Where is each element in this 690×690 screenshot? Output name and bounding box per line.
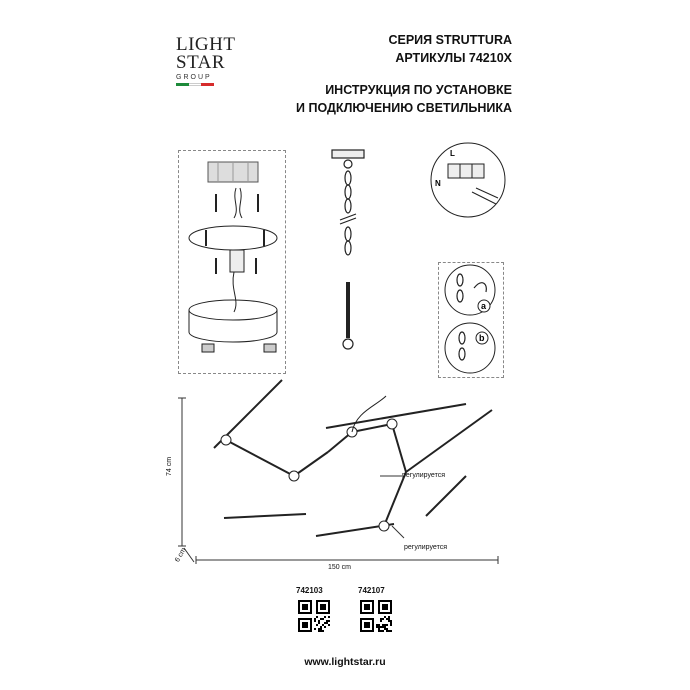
steps-illustration: a b xyxy=(444,264,496,374)
wire xyxy=(239,187,243,219)
chain-link xyxy=(344,226,352,242)
wire xyxy=(233,187,237,219)
steps-panel xyxy=(438,262,504,378)
chain-link xyxy=(344,198,352,214)
step-a-badge xyxy=(477,299,491,313)
italian-flag-icon xyxy=(176,83,215,86)
break-mark xyxy=(339,213,357,225)
rod-end-icon xyxy=(342,338,354,350)
rotate-arrow-icon xyxy=(473,282,487,293)
canopy xyxy=(188,310,278,343)
cap-icon xyxy=(263,343,277,353)
terminal-block xyxy=(229,249,245,273)
step-b-label: b xyxy=(479,333,485,343)
terminal-icon xyxy=(471,163,485,179)
title-line-2: И ПОДКЛЮЧЕНИЮ СВЕТИЛЬНИКА xyxy=(296,101,512,115)
articles-label: АРТИКУЛЫ 74210X xyxy=(395,51,512,65)
article-code-1: 742103 xyxy=(296,586,323,595)
label-l: L xyxy=(450,149,455,158)
suspension-illustration xyxy=(331,149,365,350)
wiring-diagram: L N xyxy=(430,142,506,218)
fixture-drawing xyxy=(178,379,499,564)
series-label: СЕРИЯ STRUTTURA xyxy=(388,33,512,47)
chain-link xyxy=(458,331,466,345)
lamp-arm xyxy=(383,471,407,527)
dimension-line-depth xyxy=(183,547,195,563)
height-dimension: 74 cm xyxy=(166,456,173,476)
width-dimension: 150 cm xyxy=(328,564,351,571)
lamp-arm xyxy=(223,513,307,519)
wire xyxy=(232,271,237,313)
step-b-badge xyxy=(475,331,489,345)
brand-logo: LIGHT STAR GROUP xyxy=(176,34,238,98)
power-cord xyxy=(351,395,387,433)
callout-adjustable-2: регулируется xyxy=(404,544,447,551)
chain-link xyxy=(456,273,464,287)
lamp-arm xyxy=(351,423,393,433)
canopy-top xyxy=(188,299,278,321)
lamp-arm xyxy=(391,423,407,473)
mounting-panel xyxy=(178,150,286,374)
fixture-arms xyxy=(213,379,493,537)
wire xyxy=(471,187,499,205)
label-n: N xyxy=(435,179,441,188)
terminal-icon xyxy=(447,163,461,179)
logo-line-3: GROUP xyxy=(176,74,212,81)
terminal-icon xyxy=(459,163,473,179)
mounting-illustration xyxy=(188,161,278,353)
logo-line-2: STAR xyxy=(176,52,226,73)
qr-code-icon xyxy=(298,600,330,632)
callout-leader xyxy=(391,525,405,539)
chain-link xyxy=(344,170,352,186)
step-a-label: a xyxy=(481,301,487,311)
chain-link xyxy=(456,289,464,303)
lamp-arm xyxy=(293,451,329,477)
joint-icon xyxy=(378,520,390,532)
chain-link xyxy=(458,347,466,361)
hook-icon xyxy=(343,159,353,169)
lamp-arm xyxy=(225,439,295,477)
chain-link xyxy=(344,184,352,200)
joint-icon xyxy=(386,418,398,430)
cap-icon xyxy=(201,343,215,353)
title-line-1: ИНСТРУКЦИЯ ПО УСТАНОВКЕ xyxy=(325,83,512,97)
lamp-arm xyxy=(425,475,467,517)
joint-icon xyxy=(220,434,232,446)
qr-code-icon xyxy=(360,600,392,632)
lamp-arm xyxy=(405,409,493,473)
logo-line-1: LIGHT xyxy=(176,34,236,55)
article-code-2: 742107 xyxy=(358,586,385,595)
website-link[interactable]: www.lightstar.ru xyxy=(304,656,386,668)
callout-adjustable-1: регулируется xyxy=(402,472,445,479)
chain-link xyxy=(344,240,352,256)
ceiling-cup xyxy=(331,149,365,159)
joint-icon xyxy=(288,470,300,482)
lamp-arm xyxy=(325,403,467,429)
